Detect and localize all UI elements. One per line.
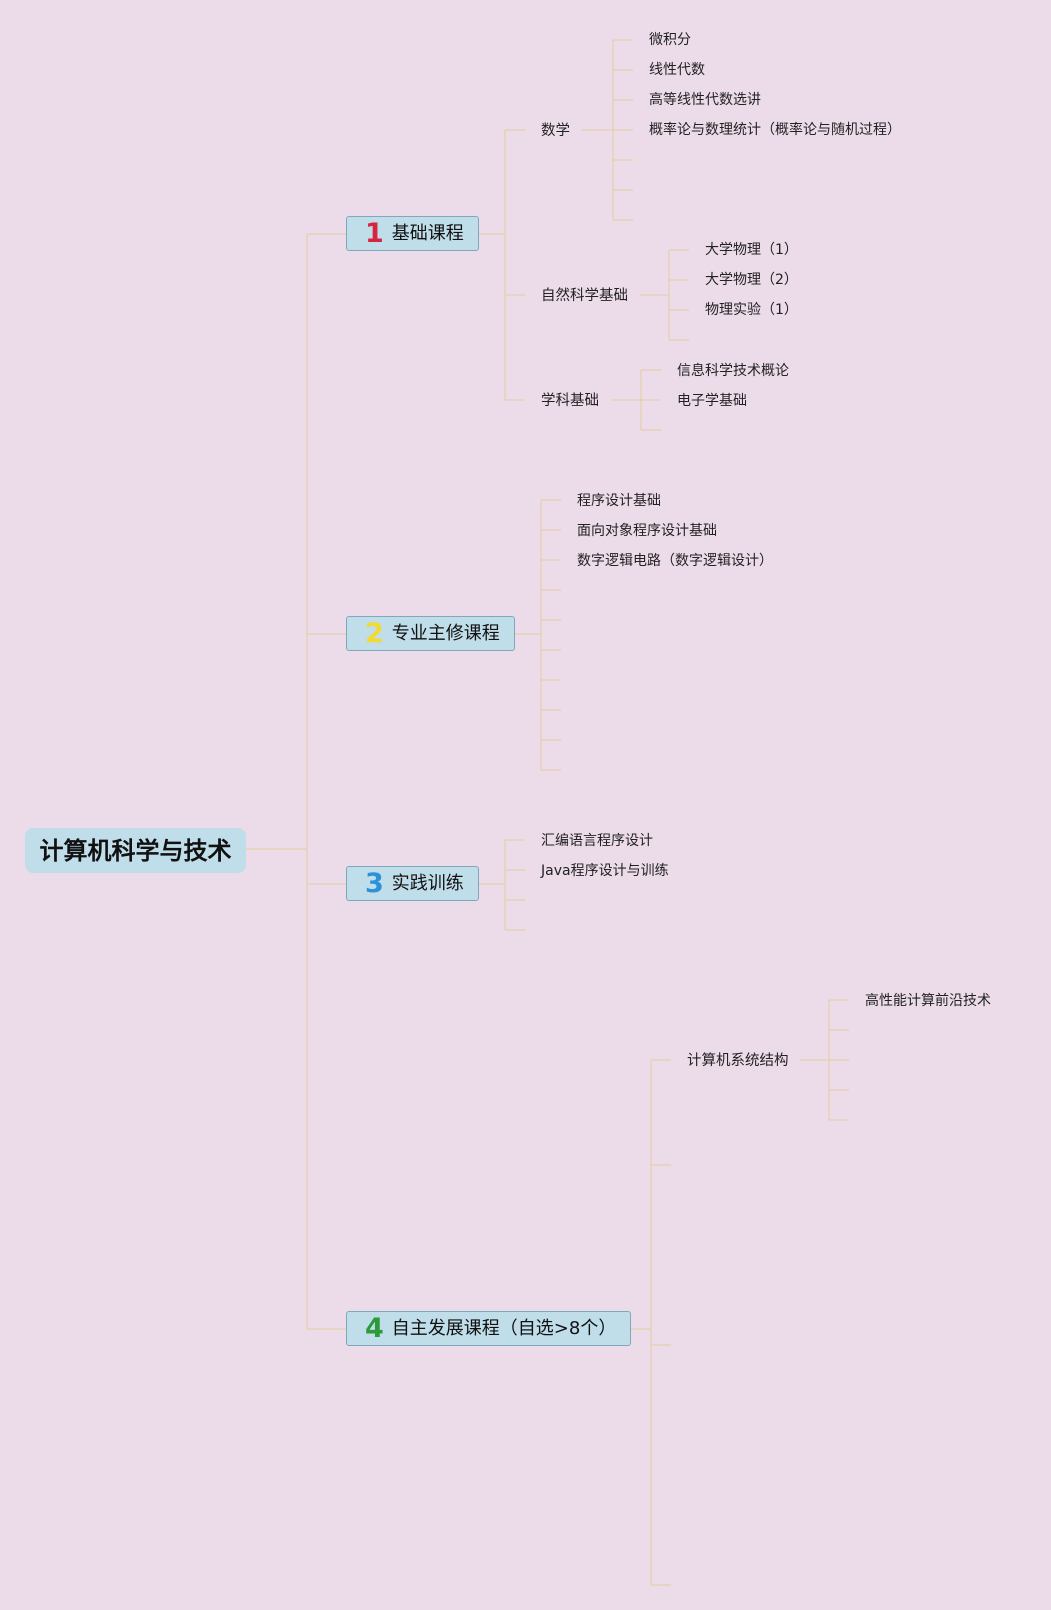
leaf-calculus[interactable]: 微积分 xyxy=(649,32,691,48)
root-node[interactable]: 计算机科学与技术 xyxy=(25,828,246,873)
subnode-computer-architecture[interactable]: 计算机系统结构 xyxy=(687,1053,789,1069)
leaf-java-programming[interactable]: Java程序设计与训练 xyxy=(541,863,669,879)
branch-number-1: 1 xyxy=(365,218,384,249)
branch-node-major-courses[interactable]: 2 专业主修课程 xyxy=(346,616,515,651)
subnode-math[interactable]: 数学 xyxy=(541,123,570,139)
leaf-assembly-programming[interactable]: 汇编语言程序设计 xyxy=(541,833,653,849)
branch-label: 基础课程 xyxy=(391,222,464,244)
branch-number-4: 4 xyxy=(365,1313,384,1344)
leaf-programming-basics[interactable]: 程序设计基础 xyxy=(577,493,661,509)
branch-number-3: 3 xyxy=(365,868,384,899)
leaf-physics-1[interactable]: 大学物理（1） xyxy=(705,242,798,258)
branch-node-self-development[interactable]: 4 自主发展课程（自选>8个） xyxy=(346,1311,632,1346)
leaf-hpc-frontier[interactable]: 高性能计算前沿技术 xyxy=(865,993,991,1009)
subnode-discipline-basics[interactable]: 学科基础 xyxy=(541,393,599,409)
branch-node-practice-training[interactable]: 3 实践训练 xyxy=(346,866,479,901)
leaf-oop-basics[interactable]: 面向对象程序设计基础 xyxy=(577,523,717,539)
branch-label: 专业主修课程 xyxy=(391,622,500,644)
branch-number-2: 2 xyxy=(365,618,384,649)
leaf-digital-logic[interactable]: 数字逻辑电路（数字逻辑设计） xyxy=(577,553,773,569)
branch-node-basic-courses[interactable]: 1 基础课程 xyxy=(346,216,479,251)
leaf-physics-lab[interactable]: 物理实验（1） xyxy=(705,302,798,318)
leaf-electronics-basics[interactable]: 电子学基础 xyxy=(677,393,747,409)
leaf-linear-algebra[interactable]: 线性代数 xyxy=(649,62,705,78)
subnode-natural-science[interactable]: 自然科学基础 xyxy=(541,288,628,304)
leaf-probability-statistics[interactable]: 概率论与数理统计（概率论与随机过程） xyxy=(649,122,901,138)
leaf-physics-2[interactable]: 大学物理（2） xyxy=(705,272,798,288)
leaf-info-science-intro[interactable]: 信息科学技术概论 xyxy=(677,363,789,379)
branch-label: 自主发展课程（自选>8个） xyxy=(391,1317,617,1339)
branch-label: 实践训练 xyxy=(391,872,464,894)
leaf-advanced-linear-algebra[interactable]: 高等线性代数选讲 xyxy=(649,92,761,108)
